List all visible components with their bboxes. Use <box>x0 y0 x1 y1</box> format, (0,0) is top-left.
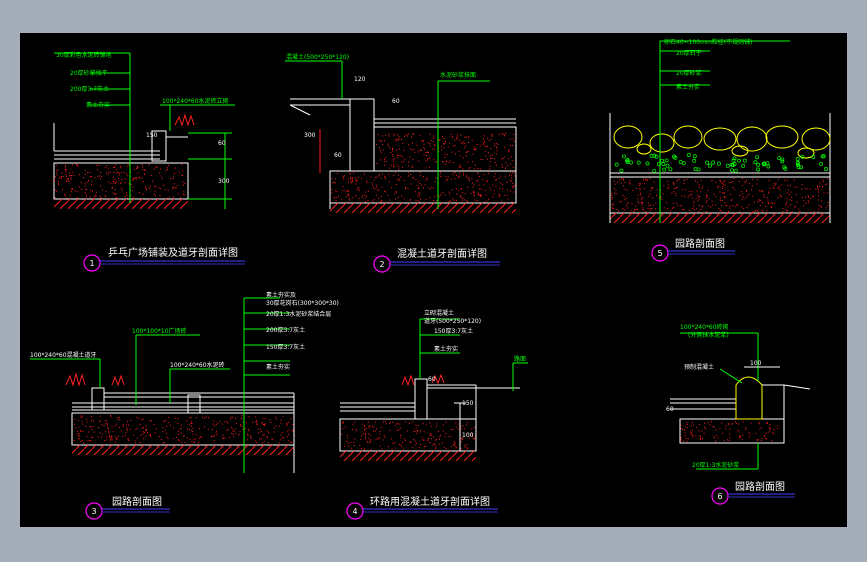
d2-title-text: 混凝土道牙剖面详图 <box>397 247 487 260</box>
d6-round-curb <box>735 376 763 420</box>
d6-top-note: 100*240*60砖砌 <box>680 323 729 331</box>
d6-top-note-2: (外侧抹水泥浆) <box>688 331 729 339</box>
d4-number: 4 <box>352 507 357 516</box>
cad-drawing: 30厚彩色水泥砖铺地 20厚砂浆找平 200厚3:7灰土 素土夯实 100*24… <box>30 38 831 520</box>
d3-mid-note: 100*100*10广场砖 <box>132 327 187 335</box>
d3-note-5: 150厚3:7灰土 <box>266 343 305 351</box>
d5-note-2: 20厚石子 <box>676 50 702 57</box>
d6-dim-2: 60 <box>666 406 674 413</box>
d1-note-4: 素土夯实 <box>86 101 110 109</box>
d5-note-3: 20厚砂浆 <box>676 69 702 77</box>
d3-curb-left <box>91 387 105 411</box>
d3-curb-note-2: 100*240*60水泥砖 <box>170 361 225 369</box>
d1-note-1: 30厚彩色水泥砖铺地 <box>56 51 112 59</box>
d1-title-text: 乒乓广场铺装及道牙剖面详图 <box>108 246 238 259</box>
d6-title-text: 园路剖面图 <box>735 480 785 493</box>
d3-curb-note: 100*240*60混凝土道牙 <box>30 351 97 359</box>
d2-curb <box>349 98 375 172</box>
d1-note-2: 20厚砂浆找平 <box>70 69 108 77</box>
d1-concrete-base <box>53 162 189 200</box>
d3-title-text: 园路剖面图 <box>112 495 162 508</box>
d5-title-text: 园路剖面图 <box>675 237 725 250</box>
d2-side-note: 水泥砂浆抹面 <box>440 71 476 79</box>
d1-dim-2: 60 <box>218 140 226 147</box>
d3-curb-mid <box>187 394 201 414</box>
d2-dim-1: 120 <box>354 76 366 83</box>
d3-note-6: 素土夯实 <box>266 363 290 371</box>
d3-note-1: 素土夯实及 <box>266 291 296 299</box>
d1-soil-hatch <box>54 199 188 209</box>
detail-2: 混凝土(500*250*120) 水泥砂浆抹面 120 60 300 60 <box>285 53 517 213</box>
d2-title: 2 混凝土道牙剖面详图 <box>373 247 500 273</box>
d5-title: 5 园路剖面图 <box>651 237 735 262</box>
d6-left-note: 预制混凝土 <box>684 363 714 371</box>
d4-dim-2: 150 <box>462 400 474 407</box>
d3-note-4: 200厚3:7灰土 <box>266 326 305 334</box>
d2-dim-3: 300 <box>304 132 316 139</box>
d1-dots <box>54 164 186 199</box>
d2-dim-2: 60 <box>392 98 400 105</box>
d4-dim-3: 100 <box>462 432 474 439</box>
detail-6: 100*240*60砖砌 (外侧抹水泥浆) 预制混凝土 20厚1:3水泥砂浆 1… <box>666 323 811 470</box>
d6-dim-1: 100 <box>750 360 762 367</box>
d1-dim-3: 300 <box>218 178 230 185</box>
d2-dots-2 <box>376 133 515 170</box>
d3-number: 3 <box>91 507 96 516</box>
d4-note-2: 道牙(500*250*120) <box>424 317 481 325</box>
cad-drawing-canvas: 30厚彩色水泥砖铺地 20厚砂浆找平 200厚3:7灰土 素土夯实 100*24… <box>20 33 847 527</box>
detail-4: 立砌混凝土 道牙(500*250*120) 150厚3:7灰土 素土夯实 路面 … <box>339 309 528 461</box>
d1-note-3: 200厚3:7灰土 <box>70 85 109 93</box>
d5-note-4: 素土夯实 <box>676 83 700 91</box>
d2-dots <box>330 172 516 203</box>
detail-3: 素土夯实及 30厚花岗石(300*300*30) 20厚1:3水泥砂浆结合层 2… <box>30 291 339 473</box>
d6-dots <box>680 421 779 442</box>
d5-pebble-layer <box>613 125 831 173</box>
detail-1: 30厚彩色水泥砖铺地 20厚砂浆找平 200厚3:7灰土 素土夯实 100*24… <box>53 51 235 209</box>
d6-number: 6 <box>717 492 722 501</box>
d5-note-1: 卵石40~100mm粒径(不规则铺) <box>664 38 753 46</box>
d2-dim-4: 60 <box>334 152 342 159</box>
d3-dots <box>73 415 295 444</box>
d4-note-3: 150厚3:7灰土 <box>434 327 473 335</box>
d2-number: 2 <box>379 260 384 269</box>
d4-curb <box>414 378 428 420</box>
d1-number: 1 <box>89 259 94 268</box>
d1-curb-note: 100*240*60水泥砖立砌 <box>162 97 229 105</box>
d4-note-4: 素土夯实 <box>434 345 458 353</box>
d4-title: 4 环路用混凝土道牙剖面详图 <box>346 495 498 520</box>
d3-note-2: 30厚花岗石(300*300*30) <box>266 299 339 307</box>
d1-dim-1: 150 <box>146 132 158 139</box>
d5-dots <box>611 178 831 213</box>
d4-note-1: 立砌混凝土 <box>424 309 454 317</box>
d4-dim-1: 60 <box>428 376 436 383</box>
d4-side-note: 路面 <box>514 355 526 363</box>
d1-title: 1 乒乓广场铺装及道牙剖面详图 <box>83 246 245 272</box>
d3-note-3: 20厚1:3水泥砂浆结合层 <box>266 310 331 318</box>
d3-title: 3 园路剖面图 <box>85 495 170 520</box>
d5-number: 5 <box>657 249 662 258</box>
d6-title: 6 园路剖面图 <box>711 480 795 505</box>
d4-title-text: 环路用混凝土道牙剖面详图 <box>370 495 490 508</box>
d6-bottom-note: 20厚1:3水泥砂浆 <box>692 461 739 469</box>
detail-5: 卵石40~100mm粒径(不规则铺) 20厚石子 20厚砂浆 素土夯实 <box>609 38 831 223</box>
d1-curb <box>151 130 167 162</box>
d2-top-note: 混凝土(500*250*120) <box>286 53 349 61</box>
d4-dots <box>340 421 477 450</box>
